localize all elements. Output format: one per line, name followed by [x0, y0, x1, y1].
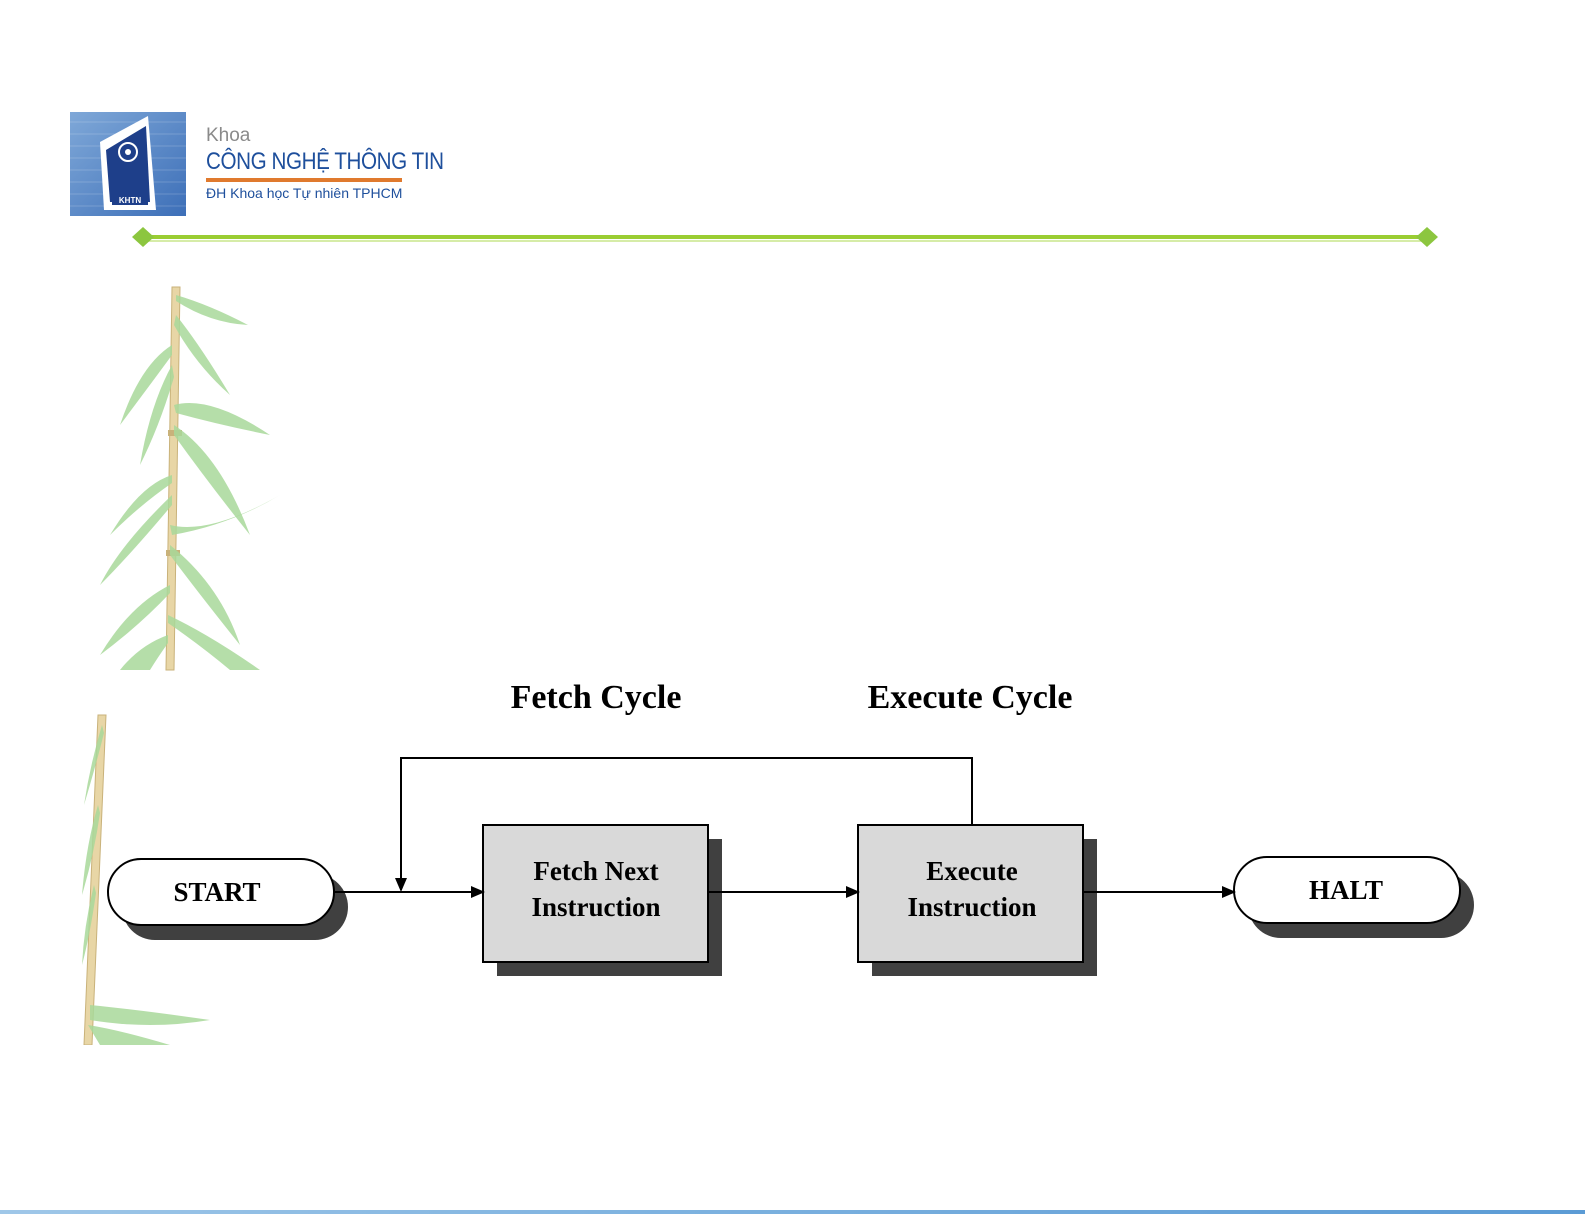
execute-node-label-line2: Instruction — [907, 892, 1036, 922]
fetch-cycle-label: Fetch Cycle — [511, 679, 682, 716]
execute-instruction-node: Execute Instruction — [858, 825, 1097, 976]
execute-node-label-line1: Execute — [926, 856, 1017, 886]
fetch-node-label-line1: Fetch Next — [533, 856, 658, 886]
fetch-node-label-line2: Instruction — [531, 892, 660, 922]
bottom-accent-bar — [0, 1210, 1585, 1214]
halt-node: HALT — [1234, 857, 1474, 938]
execute-cycle-label: Execute Cycle — [868, 679, 1073, 716]
halt-node-label: HALT — [1309, 875, 1383, 905]
fetch-next-instruction-node: Fetch Next Instruction — [483, 825, 722, 976]
start-node-label: START — [173, 877, 260, 907]
start-node: START — [108, 859, 348, 940]
